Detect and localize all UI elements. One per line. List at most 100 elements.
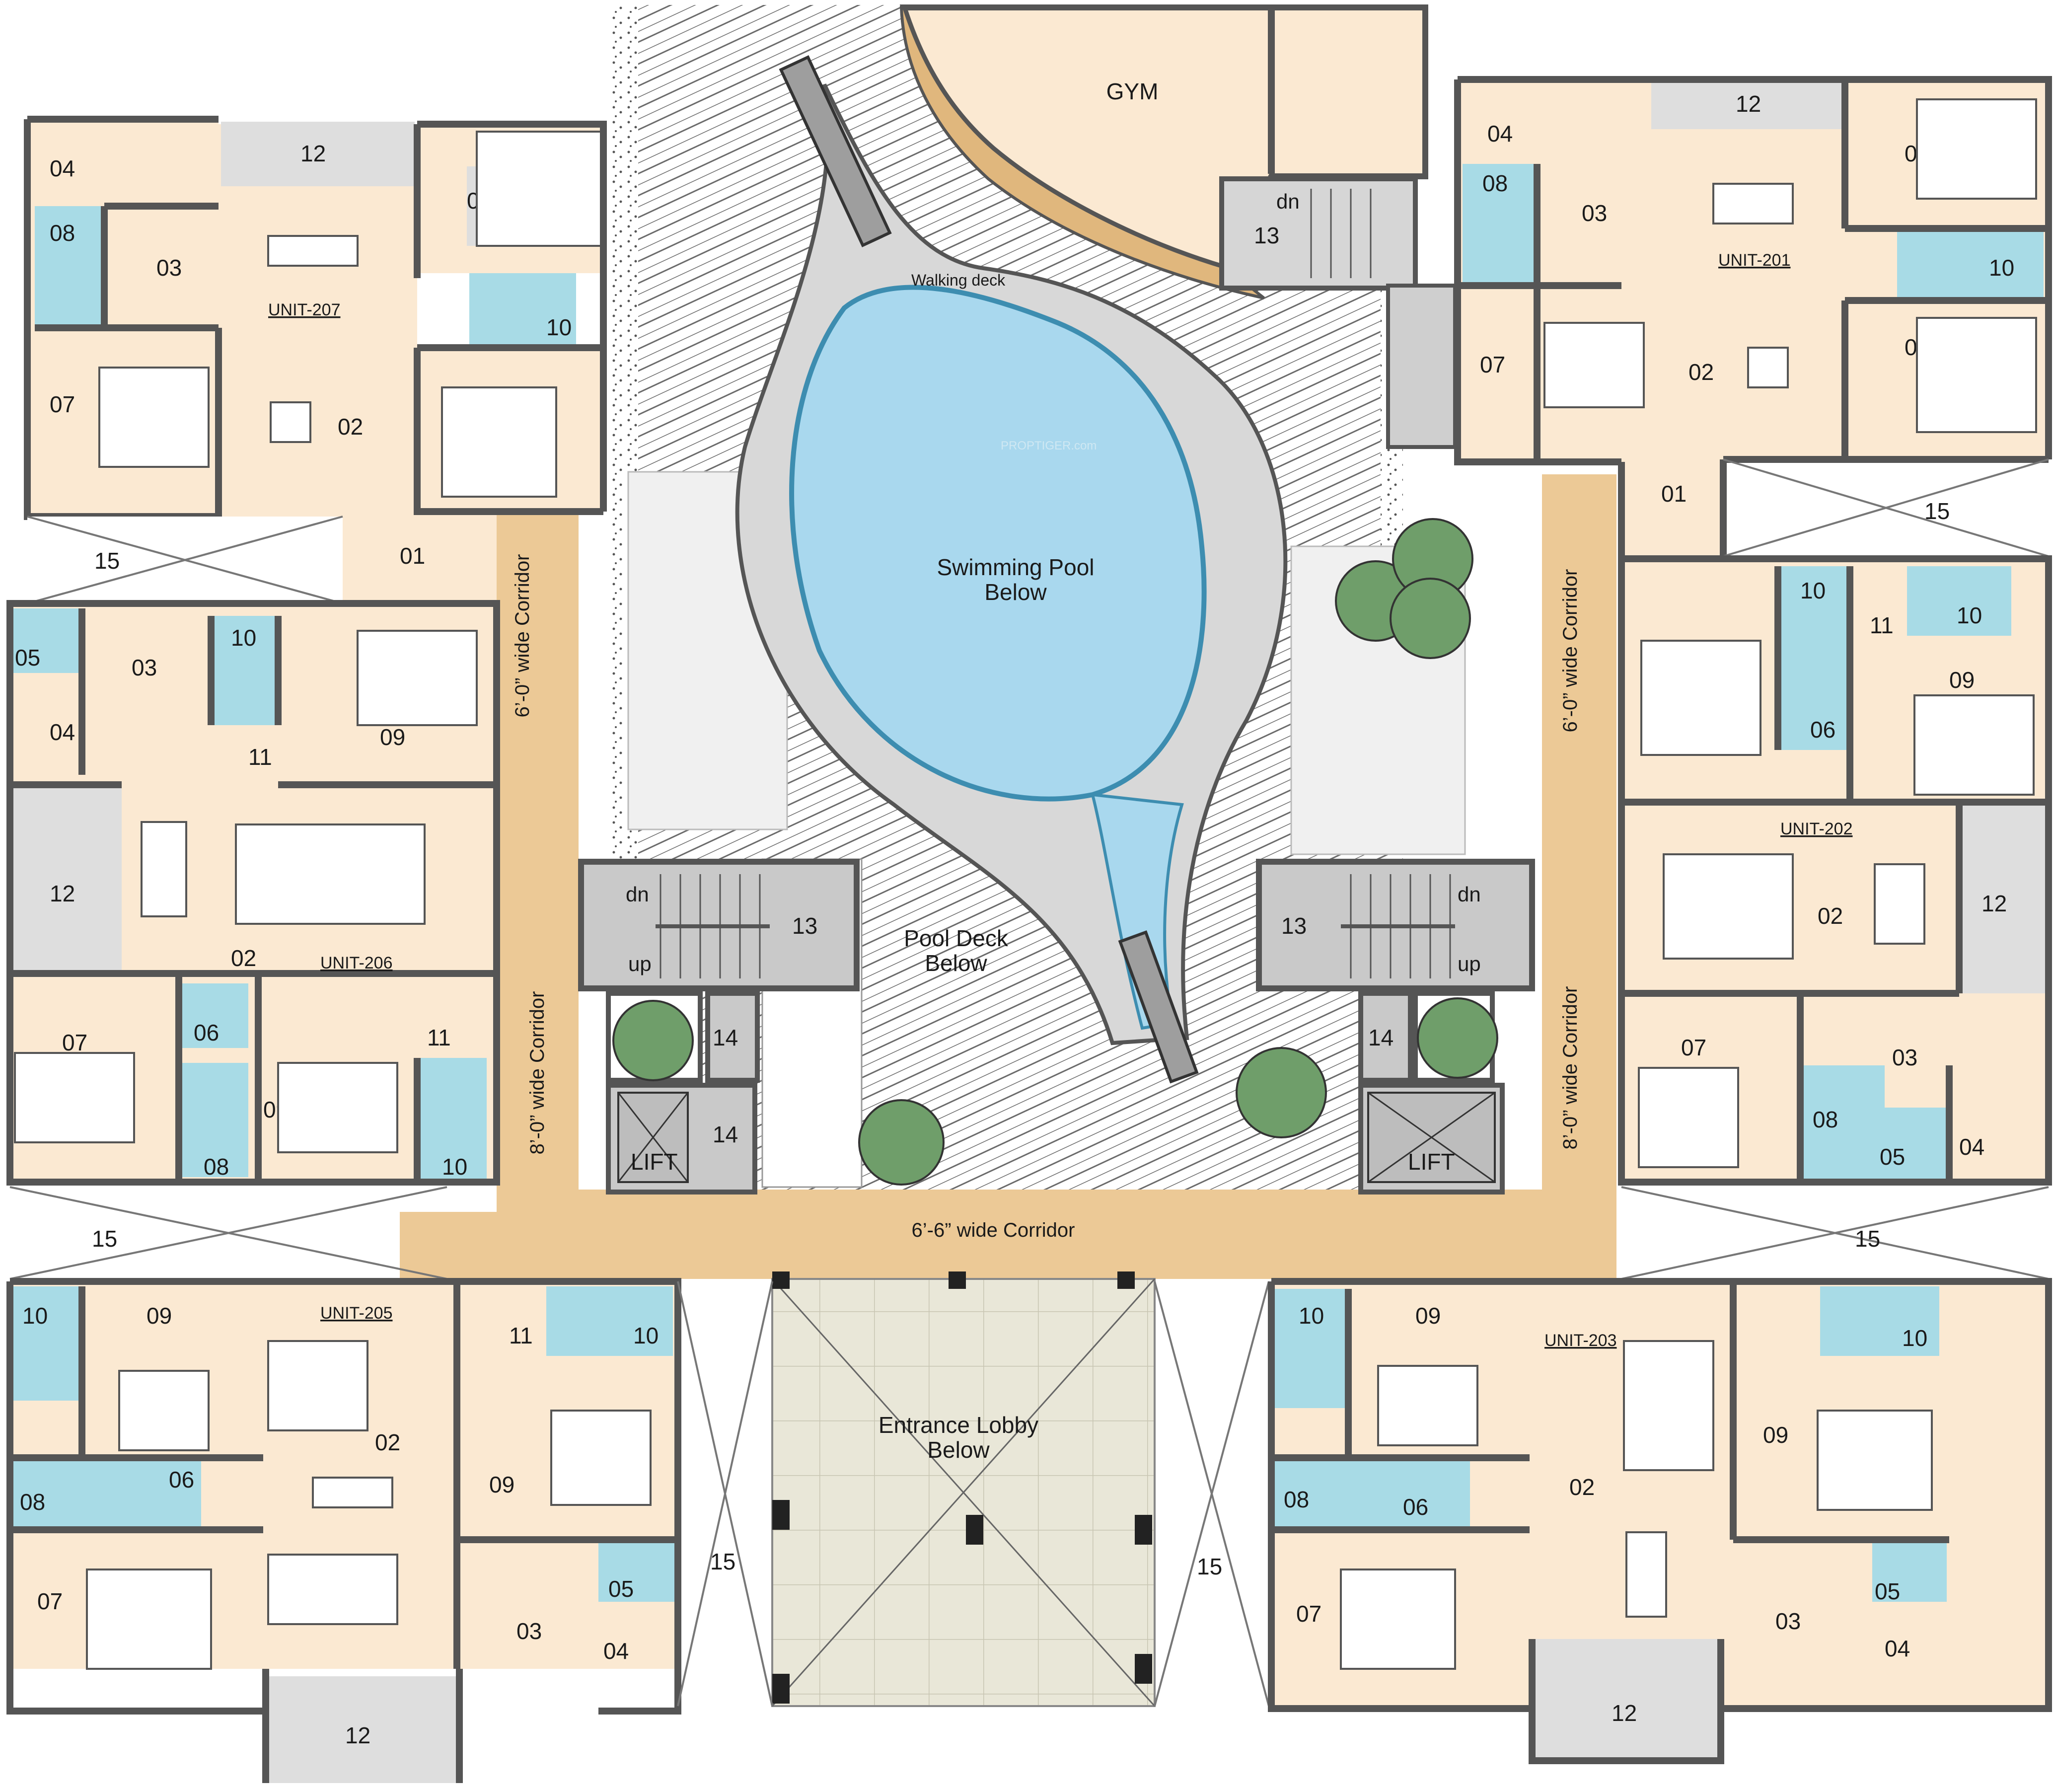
room-06-u203: 06 — [1403, 1494, 1428, 1520]
room-01-u201: 01 — [1661, 481, 1687, 507]
dining-table-icon — [141, 821, 187, 917]
dining-table-icon — [312, 1477, 393, 1508]
dining-table-icon — [267, 235, 359, 267]
dining-table-icon — [1625, 1531, 1667, 1618]
stair-up-right: up — [1458, 952, 1481, 975]
room-10b-u205: 10 — [633, 1323, 659, 1348]
sofa-icon — [1623, 1340, 1714, 1471]
ramp-bottom — [1118, 930, 1199, 1084]
stair-dn-top: dn — [1276, 190, 1300, 213]
room-12-u202: 12 — [1981, 891, 2007, 916]
room-04-u201: 04 — [1487, 121, 1513, 147]
bed-icon — [1640, 640, 1761, 756]
bed-icon — [86, 1568, 212, 1670]
ramp-top — [779, 55, 892, 247]
unit-205: 10 09 UNIT-205 11 10 02 09 08 06 07 05 0… — [6, 1278, 681, 1783]
room-04-u205: 04 — [603, 1638, 629, 1664]
room-10-u206: 10 — [231, 625, 256, 651]
stair-dn-left: dn — [626, 883, 649, 906]
room-03-u207: 03 — [156, 255, 182, 281]
trees — [612, 518, 1498, 1186]
cutout-15-right-upper: 15 — [1723, 458, 2049, 557]
sofa-icon — [235, 823, 426, 925]
corridor-label-right-upper: 6’-0” wide Corridor — [1559, 569, 1581, 733]
room-03-u202: 03 — [1892, 1045, 1917, 1070]
corridor-label-left-upper: 6’-0” wide Corridor — [512, 554, 533, 718]
room-10-u202: 10 — [1800, 578, 1826, 603]
room-09b-u202: 09 — [1949, 667, 1975, 693]
room-02-u202: 02 — [1818, 903, 1843, 929]
bed-icon — [1916, 98, 2037, 200]
room-10b-u203: 10 — [1902, 1325, 1927, 1351]
sofa-icon — [1663, 853, 1794, 960]
cutout-15-c: 15 — [710, 1549, 735, 1574]
tree-icon — [1417, 997, 1498, 1079]
unit-207: 04 12 09 08 03 UNIT-207 10 07 02 01 — [24, 116, 607, 603]
room-08-u205: 08 — [20, 1489, 45, 1515]
room-04-u203: 04 — [1885, 1636, 1910, 1661]
unit-name-206: UNIT-206 — [320, 954, 393, 972]
sofa-icon — [1747, 347, 1789, 388]
stair-13-right: 13 — [1281, 913, 1307, 939]
bed-icon — [118, 1370, 210, 1451]
room-08-u202: 08 — [1813, 1107, 1838, 1132]
room-02-u205: 02 — [375, 1429, 400, 1455]
unit-name-203: UNIT-203 — [1544, 1331, 1617, 1350]
lift-icon — [1367, 1092, 1496, 1183]
stair-icon — [1310, 189, 1372, 278]
bed-icon — [1913, 694, 2035, 796]
room-05-u203: 05 — [1875, 1578, 1900, 1604]
room-04-u206: 04 — [50, 719, 75, 745]
room-08-u201: 08 — [1482, 170, 1508, 196]
corridor-label-left-lower: 8’-0” wide Corridor — [526, 991, 548, 1155]
bed-icon — [277, 1062, 398, 1153]
room-03-u206: 03 — [132, 655, 157, 680]
room-12-u203: 12 — [1612, 1700, 1637, 1726]
room-11-u205: 11 — [509, 1323, 533, 1348]
room-07-u202: 07 — [1681, 1035, 1706, 1060]
bed-icon — [476, 131, 602, 247]
unit-202: 10 10 11 09 09 06 UNIT-202 02 12 07 03 0… — [1618, 555, 2052, 1186]
room-07-u206: 07 — [62, 1030, 87, 1055]
room-02-u207: 02 — [338, 414, 363, 440]
pool-deck-label-below: Below — [925, 950, 987, 976]
unit-206: 05 03 10 04 11 09 12 02 UNIT-206 07 06 1… — [6, 600, 500, 1186]
lobby-label-below: Below — [927, 1437, 990, 1463]
stair-dn-right: dn — [1458, 883, 1481, 906]
bed-icon — [14, 1052, 135, 1143]
stair-up-left: up — [628, 952, 652, 975]
unit-name-205: UNIT-205 — [320, 1304, 393, 1323]
room-09-u203: 09 — [1415, 1303, 1441, 1329]
cutout-15-f: 15 — [1855, 1226, 1880, 1252]
entrance-lobby: Entrance Lobby Below — [771, 1271, 1156, 1707]
room-02-u203: 02 — [1569, 1474, 1595, 1500]
stair-13-left: 13 — [792, 913, 817, 939]
walking-deck-label: Walking deck — [911, 271, 1006, 289]
room-10-u207: 10 — [546, 314, 572, 340]
pool-deck-label: Pool Deck — [904, 925, 1009, 951]
room-11b-u206: 11 — [427, 1025, 451, 1050]
corridor: 6’-0” wide Corridor 8’-0” wide Corridor … — [400, 474, 1616, 1279]
bed-icon — [98, 367, 210, 468]
bed-icon — [357, 630, 478, 726]
room-06-u206: 06 — [194, 1020, 219, 1045]
balcony-12-mid-right — [1386, 284, 1457, 449]
bed-icon — [550, 1410, 652, 1506]
shaft-14-c: 14 — [1368, 1025, 1394, 1050]
room-06-u205: 06 — [169, 1467, 194, 1493]
gym-label: GYM — [1106, 78, 1159, 104]
pool-label: Swimming Pool — [937, 554, 1095, 580]
room-08-u207: 08 — [50, 220, 75, 246]
bed-icon — [1817, 1410, 1933, 1511]
pool-label-below: Below — [984, 579, 1047, 605]
room-08-u203: 08 — [1284, 1487, 1309, 1512]
cutout-15-left-upper: 15 — [27, 516, 343, 604]
room-01-u207: 01 — [400, 543, 425, 569]
unit-203: 10 09 UNIT-203 10 09 02 08 06 07 03 05 0… — [1268, 1278, 2052, 1764]
bed-icon — [1638, 1067, 1739, 1168]
bed-icon — [441, 386, 557, 498]
shaft-14-b: 14 — [713, 1121, 738, 1147]
sofa-icon — [267, 1554, 398, 1625]
room-03-u205: 03 — [516, 1618, 542, 1644]
